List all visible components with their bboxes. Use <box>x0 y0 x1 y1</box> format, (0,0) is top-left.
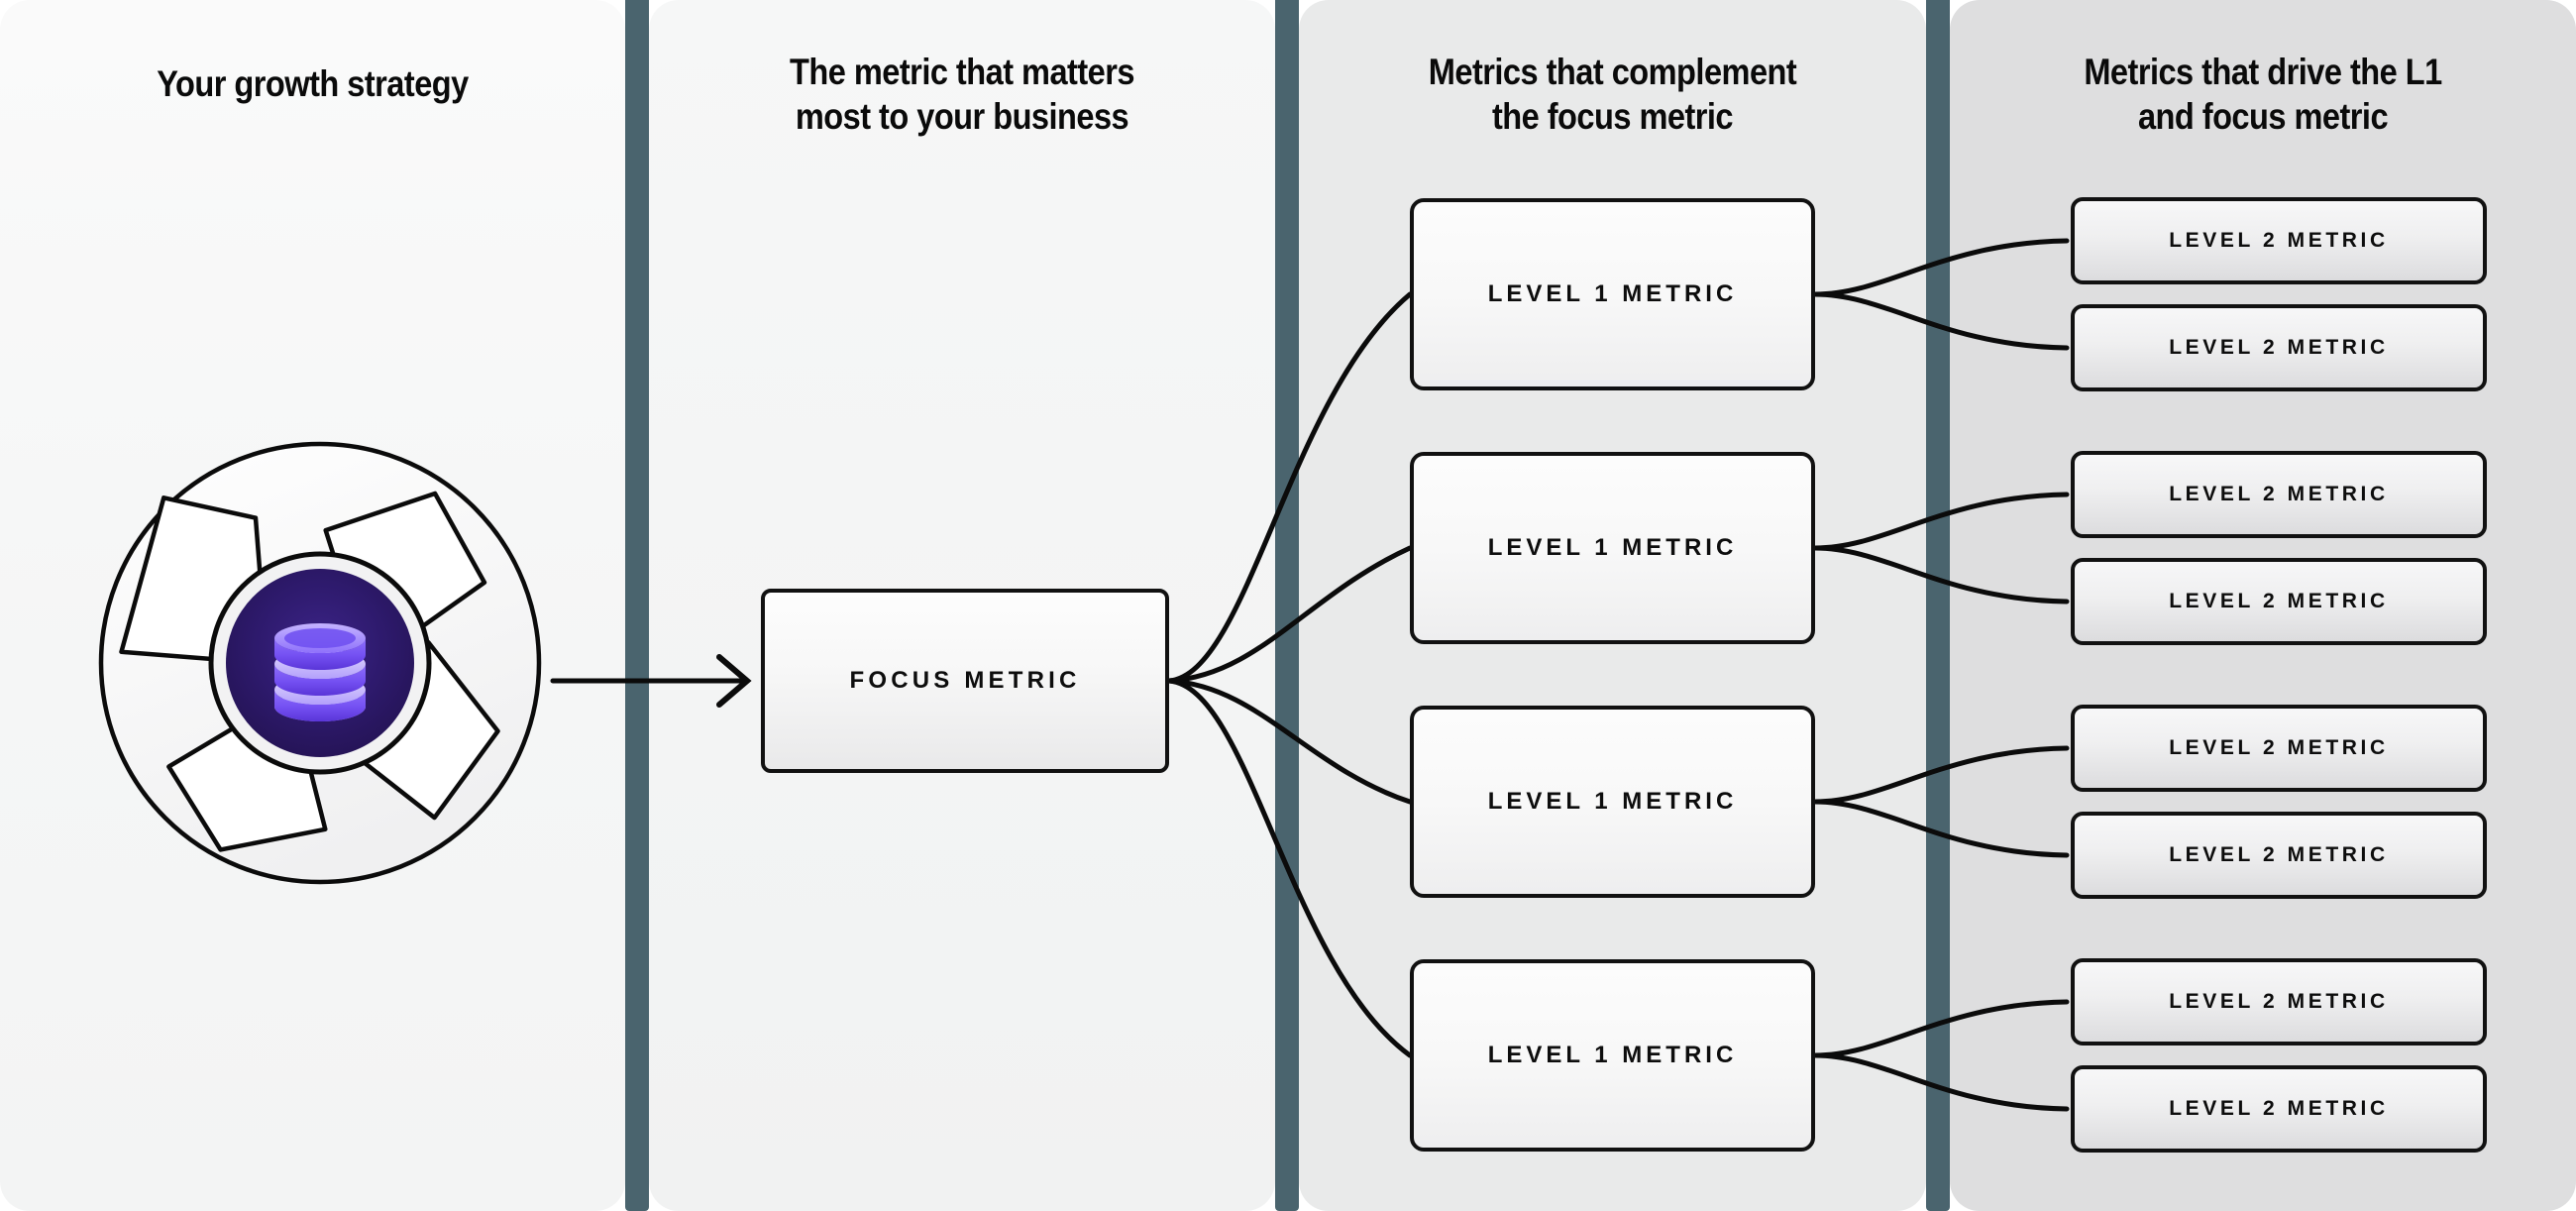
level1-metric-label: LEVEL 1 METRIC <box>1487 1042 1738 1068</box>
level2-metric-box-3-2[interactable]: LEVEL 2 METRIC <box>2071 812 2487 899</box>
panel-divider-1 <box>625 0 649 1211</box>
level2-metric-label: LEVEL 2 METRIC <box>2169 483 2389 505</box>
level2-metric-label: LEVEL 2 METRIC <box>2169 1097 2389 1120</box>
level2-metric-label: LEVEL 2 METRIC <box>2169 843 2389 866</box>
level2-metric-box-2-2[interactable]: LEVEL 2 METRIC <box>2071 558 2487 645</box>
column-heading-level1: Metrics that complement the focus metric <box>1428 52 1797 138</box>
level2-metric-label: LEVEL 2 METRIC <box>2169 990 2389 1013</box>
level2-metric-box-4-2[interactable]: LEVEL 2 METRIC <box>2071 1065 2487 1153</box>
level2-metric-box-4-1[interactable]: LEVEL 2 METRIC <box>2071 958 2487 1046</box>
database-icon <box>274 623 366 721</box>
column-heading-growth-strategy: Your growth strategy <box>157 63 469 104</box>
level2-metric-box-1-2[interactable]: LEVEL 2 METRIC <box>2071 304 2487 391</box>
level2-metric-label: LEVEL 2 METRIC <box>2169 229 2389 252</box>
focus-metric-box[interactable]: FOCUS METRIC <box>761 589 1169 773</box>
level2-metric-label: LEVEL 2 METRIC <box>2169 590 2389 612</box>
level1-metric-box-2[interactable]: LEVEL 1 METRIC <box>1410 452 1815 644</box>
level1-metric-label: LEVEL 1 METRIC <box>1487 280 1738 307</box>
panel-divider-3 <box>1926 0 1950 1211</box>
level1-metric-box-1[interactable]: LEVEL 1 METRIC <box>1410 198 1815 390</box>
panel-divider-2 <box>1275 0 1299 1211</box>
level1-metric-label: LEVEL 1 METRIC <box>1487 534 1738 561</box>
pinwheel-database-logo <box>87 430 553 896</box>
level1-metric-label: LEVEL 1 METRIC <box>1487 788 1738 815</box>
level2-metric-label: LEVEL 2 METRIC <box>2169 736 2389 759</box>
level1-metric-box-3[interactable]: LEVEL 1 METRIC <box>1410 706 1815 898</box>
column-heading-level2: Metrics that drive the L1 and focus metr… <box>2084 52 2442 138</box>
level2-metric-box-2-1[interactable]: LEVEL 2 METRIC <box>2071 451 2487 538</box>
level2-metric-box-1-1[interactable]: LEVEL 2 METRIC <box>2071 197 2487 284</box>
level2-metric-box-3-1[interactable]: LEVEL 2 METRIC <box>2071 705 2487 792</box>
level2-metric-label: LEVEL 2 METRIC <box>2169 336 2389 359</box>
focus-metric-label: FOCUS METRIC <box>849 667 1081 694</box>
level1-metric-box-4[interactable]: LEVEL 1 METRIC <box>1410 959 1815 1152</box>
column-heading-focus-metric: The metric that matters most to your bus… <box>790 52 1134 138</box>
